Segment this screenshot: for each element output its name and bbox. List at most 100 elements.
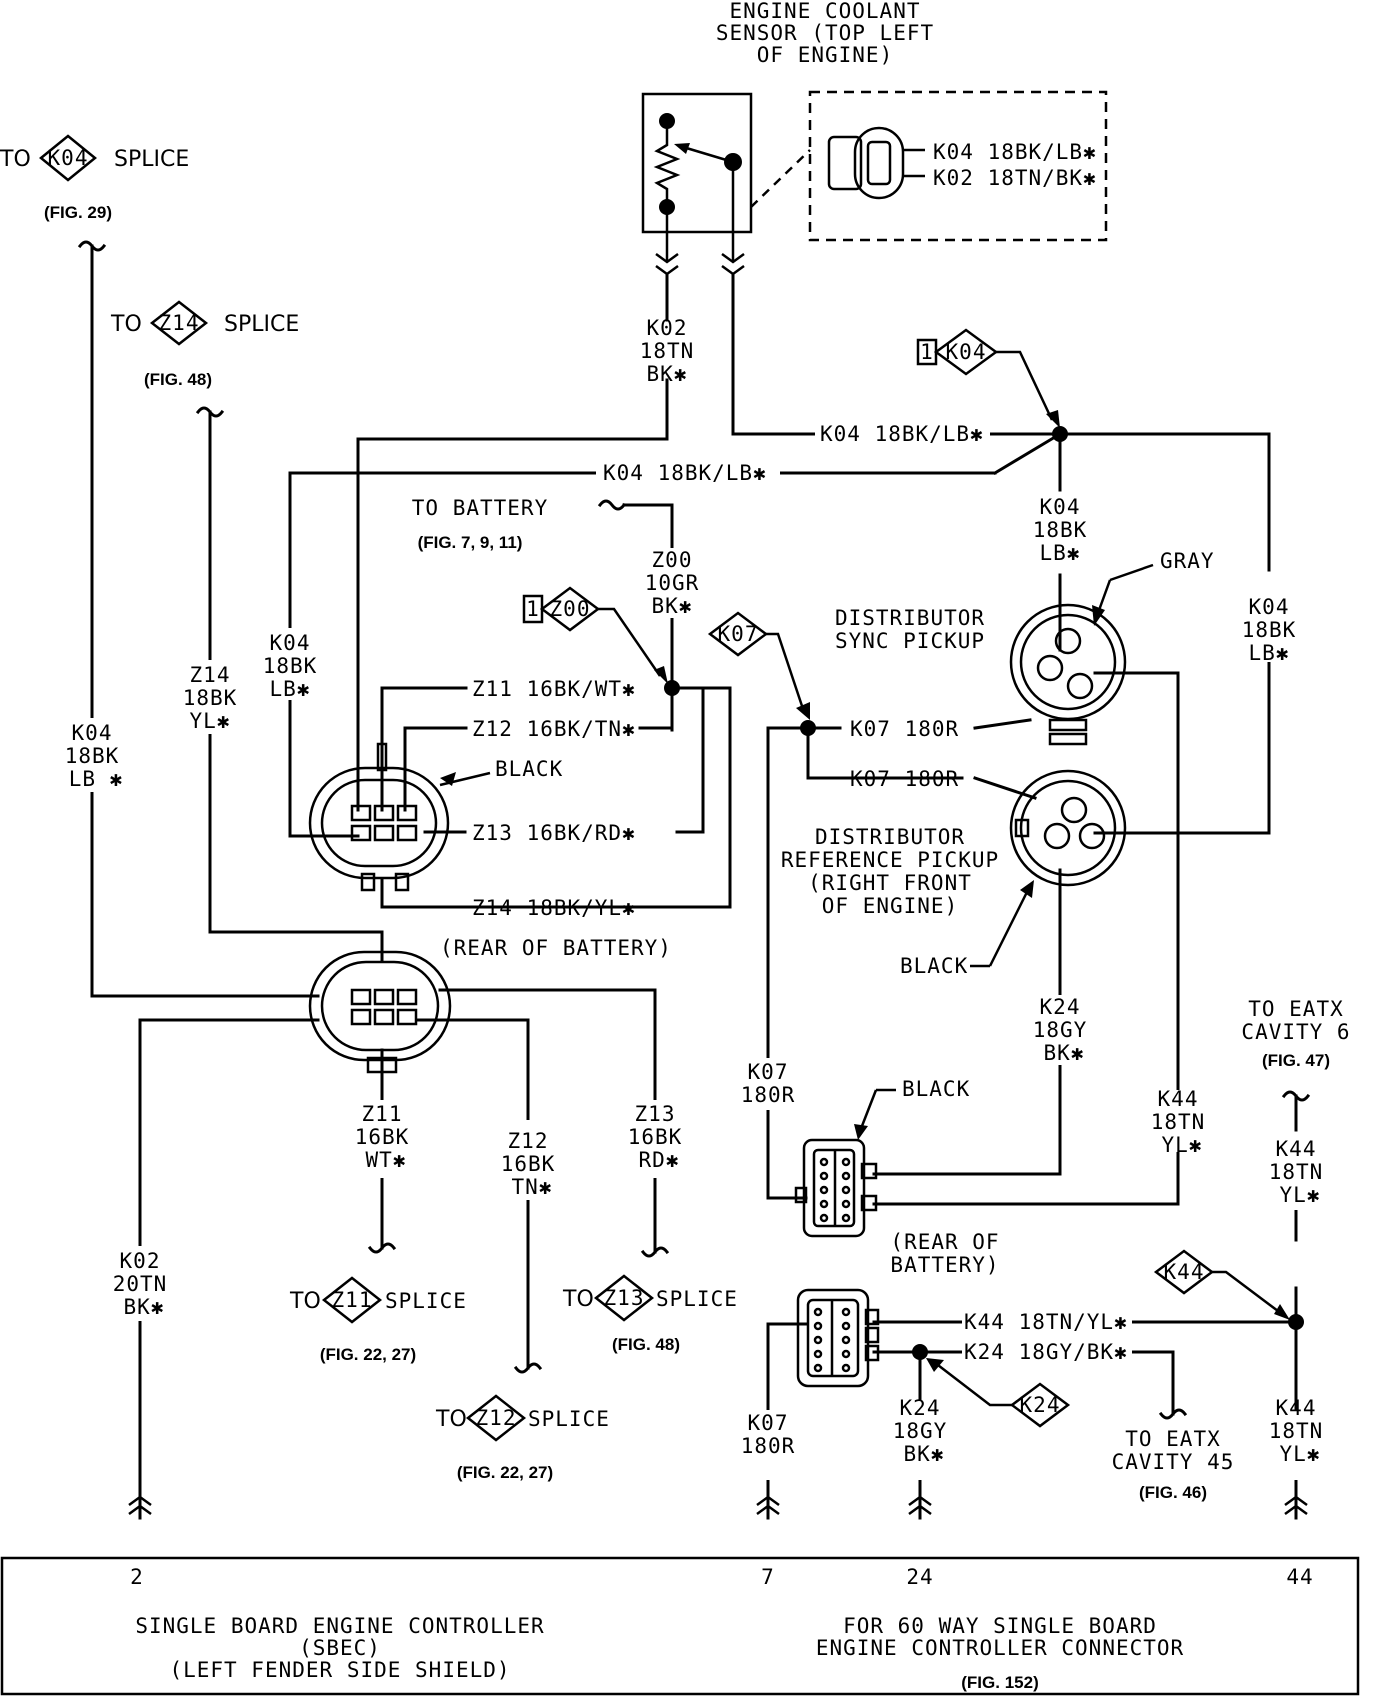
svg-text:FOR 60 WAY SINGLE BOARD: FOR 60 WAY SINGLE BOARD — [843, 1614, 1157, 1638]
svg-text:K04: K04 — [1249, 595, 1290, 619]
svg-text:SPLICE: SPLICE — [114, 147, 189, 172]
svg-text:18GY: 18GY — [893, 1419, 948, 1443]
svg-text:K02: K02 — [120, 1249, 161, 1273]
svg-text:2: 2 — [130, 1565, 144, 1589]
svg-text:OF ENGINE): OF ENGINE) — [822, 894, 958, 918]
svg-text:TO EATX: TO EATX — [1248, 997, 1344, 1021]
svg-text:LB✱: LB✱ — [1040, 541, 1081, 565]
svg-text:Z11: Z11 — [362, 1102, 403, 1126]
svg-text:K04: K04 — [1040, 495, 1081, 519]
svg-text:180R: 180R — [741, 1083, 796, 1107]
svg-text:BLACK: BLACK — [900, 954, 968, 978]
wire-label-k04-right: K04 18BK LB✱ — [1240, 592, 1298, 665]
engine-controller-box: 2 7 24 44 SINGLE BOARD ENGINE CONTROLLER… — [0, 1556, 1360, 1696]
svg-text:44: 44 — [1286, 1565, 1313, 1589]
coolant-sensor-title: ENGINE COOLANT SENSOR (TOP LEFT OF ENGIN… — [716, 0, 934, 67]
svg-text:1: 1 — [526, 597, 540, 621]
ref-k04-splice: TO K04 SPLICE (FIG. 29) — [0, 134, 189, 222]
svg-text:K04: K04 — [270, 631, 311, 655]
svg-text:BATTERY): BATTERY) — [890, 1253, 999, 1277]
svg-text:Z12: Z12 — [476, 1406, 517, 1430]
svg-text:YL✱: YL✱ — [1280, 1183, 1321, 1207]
svg-text:SPLICE: SPLICE — [528, 1407, 610, 1431]
wire-label-k24-v: K24 18GY BK✱ — [1032, 995, 1090, 1065]
svg-text:DISTRIBUTOR: DISTRIBUTOR — [835, 606, 985, 630]
wire-label-k44-right-top: K44 18TN YL✱ — [1268, 1134, 1326, 1210]
svg-text:Z11: Z11 — [332, 1288, 373, 1312]
svg-text:ENGINE COOLANT: ENGINE COOLANT — [729, 0, 920, 23]
svg-text:SPLICE: SPLICE — [224, 312, 299, 337]
svg-text:TN✱: TN✱ — [512, 1175, 553, 1199]
svg-text:16BK: 16BK — [355, 1125, 410, 1149]
wire-label-k04-h2: K04 18BK/LB✱ — [603, 461, 767, 485]
svg-text:BK✱: BK✱ — [904, 1442, 945, 1466]
svg-text:(REAR OF BATTERY): (REAR OF BATTERY) — [440, 936, 672, 960]
svg-text:10GR: 10GR — [645, 571, 700, 595]
svg-text:(REAR OF: (REAR OF — [890, 1230, 999, 1254]
wire-label-z13-v: Z13 16BK RD✱ — [627, 1100, 683, 1178]
svg-text:LB✱: LB✱ — [1249, 641, 1290, 665]
svg-text:1: 1 — [920, 340, 934, 364]
svg-text:CAVITY 45: CAVITY 45 — [1112, 1450, 1235, 1474]
ref-z14-splice: TO Z14 SPLICE (FIG. 48) — [110, 300, 299, 389]
svg-text:LB ✱: LB ✱ — [69, 767, 124, 791]
wire-label-k07-b: K07 180R — [850, 767, 959, 791]
wire-label-k04-h1: K04 18BK/LB✱ — [820, 422, 984, 446]
ref-eatx-cavity-45: TO EATX CAVITY 45 (FIG. 46) — [1112, 1427, 1235, 1502]
svg-text:(FIG. 29): (FIG. 29) — [44, 203, 112, 222]
svg-text:K07: K07 — [748, 1060, 789, 1084]
ref-z13-splice: TO Z13 SPLICE (FIG. 48) — [562, 1274, 737, 1354]
wire-label-z13-h: Z13 16BK/RD✱ — [472, 821, 636, 845]
svg-text:SENSOR (TOP LEFT: SENSOR (TOP LEFT — [716, 21, 934, 45]
diamond-k04-splice: 1 K04 — [916, 328, 1060, 428]
svg-text:BLACK: BLACK — [495, 757, 563, 781]
svg-text:(LEFT FENDER SIDE SHIELD): (LEFT FENDER SIDE SHIELD) — [169, 1658, 510, 1682]
svg-text:SINGLE BOARD ENGINE CONTROLLER: SINGLE BOARD ENGINE CONTROLLER — [135, 1614, 544, 1638]
svg-text:K07: K07 — [748, 1411, 789, 1435]
svg-text:ENGINE CONTROLLER CONNECTOR: ENGINE CONTROLLER CONNECTOR — [816, 1636, 1184, 1660]
svg-text:TO BATTERY: TO BATTERY — [412, 496, 548, 520]
svg-text:BK✱: BK✱ — [1044, 1041, 1085, 1065]
wire-label-k44-h: K44 18TN/YL✱ — [964, 1310, 1128, 1334]
svg-text:Z14: Z14 — [190, 663, 231, 687]
svg-text:(FIG. 48): (FIG. 48) — [144, 370, 212, 389]
svg-text:YL✱: YL✱ — [190, 709, 231, 733]
svg-text:K04 18BK/LB✱: K04 18BK/LB✱ — [933, 140, 1097, 164]
svg-text:18BK: 18BK — [263, 654, 318, 678]
svg-text:Z00: Z00 — [550, 597, 591, 621]
rear-battery-label-2: (REAR OF BATTERY) — [890, 1230, 999, 1277]
ref-z12-splice: TO Z12 SPLICE (FIG. 22, 27) — [435, 1394, 610, 1482]
svg-text:K04: K04 — [946, 340, 987, 364]
svg-text:K02: K02 — [647, 316, 688, 340]
svg-text:18BK: 18BK — [1242, 618, 1297, 642]
svg-text:18BK: 18BK — [183, 686, 238, 710]
svg-text:(FIG. 7, 9, 11): (FIG. 7, 9, 11) — [418, 533, 523, 552]
wire-label-k07-left: K07 180R — [740, 1058, 796, 1110]
wire-label-z12-v: Z12 16BK TN✱ — [500, 1120, 556, 1200]
wire-label-k07-bottom: K07 180R — [740, 1410, 796, 1480]
ref-battery: TO BATTERY (FIG. 7, 9, 11) — [412, 496, 548, 552]
wire-label-z00: Z00 10GR BK✱ — [640, 548, 702, 618]
black-connector-upper: BLACK — [308, 742, 563, 892]
svg-text:TO EATX: TO EATX — [1125, 1427, 1221, 1451]
wire-label-k07-a: K07 180R — [850, 717, 959, 741]
svg-text:(FIG. 48): (FIG. 48) — [612, 1335, 680, 1354]
svg-text:K02 18TN/BK✱: K02 18TN/BK✱ — [933, 166, 1097, 190]
wire-label-k02-ctrl: K02 20TN BK✱ — [110, 1246, 170, 1321]
svg-text:TO: TO — [110, 312, 142, 337]
wire-label-k24-bottom: K24 18GY BK✱ — [892, 1396, 950, 1480]
svg-text:Z00: Z00 — [652, 548, 693, 572]
svg-text:SYNC PICKUP: SYNC PICKUP — [835, 629, 985, 653]
wire-label-k44-bottom: K44 18TN YL✱ — [1268, 1396, 1326, 1480]
svg-text:(FIG. 22, 27): (FIG. 22, 27) — [457, 1463, 553, 1482]
svg-text:Z12: Z12 — [508, 1129, 549, 1153]
svg-text:18GY: 18GY — [1033, 1018, 1088, 1042]
svg-text:20TN: 20TN — [113, 1272, 168, 1296]
svg-text:(FIG. 152): (FIG. 152) — [961, 1673, 1038, 1692]
svg-text:LB✱: LB✱ — [270, 677, 311, 701]
svg-text:WT✱: WT✱ — [366, 1148, 407, 1172]
coolant-sensor-connector: K04 18BK/LB✱ K02 18TN/BK✱ — [808, 90, 1108, 242]
svg-text:18BK: 18BK — [65, 744, 120, 768]
ref-z11-splice: TO Z11 SPLICE (FIG. 22, 27) — [289, 1276, 466, 1364]
diamond-k07: K07 — [707, 611, 810, 720]
